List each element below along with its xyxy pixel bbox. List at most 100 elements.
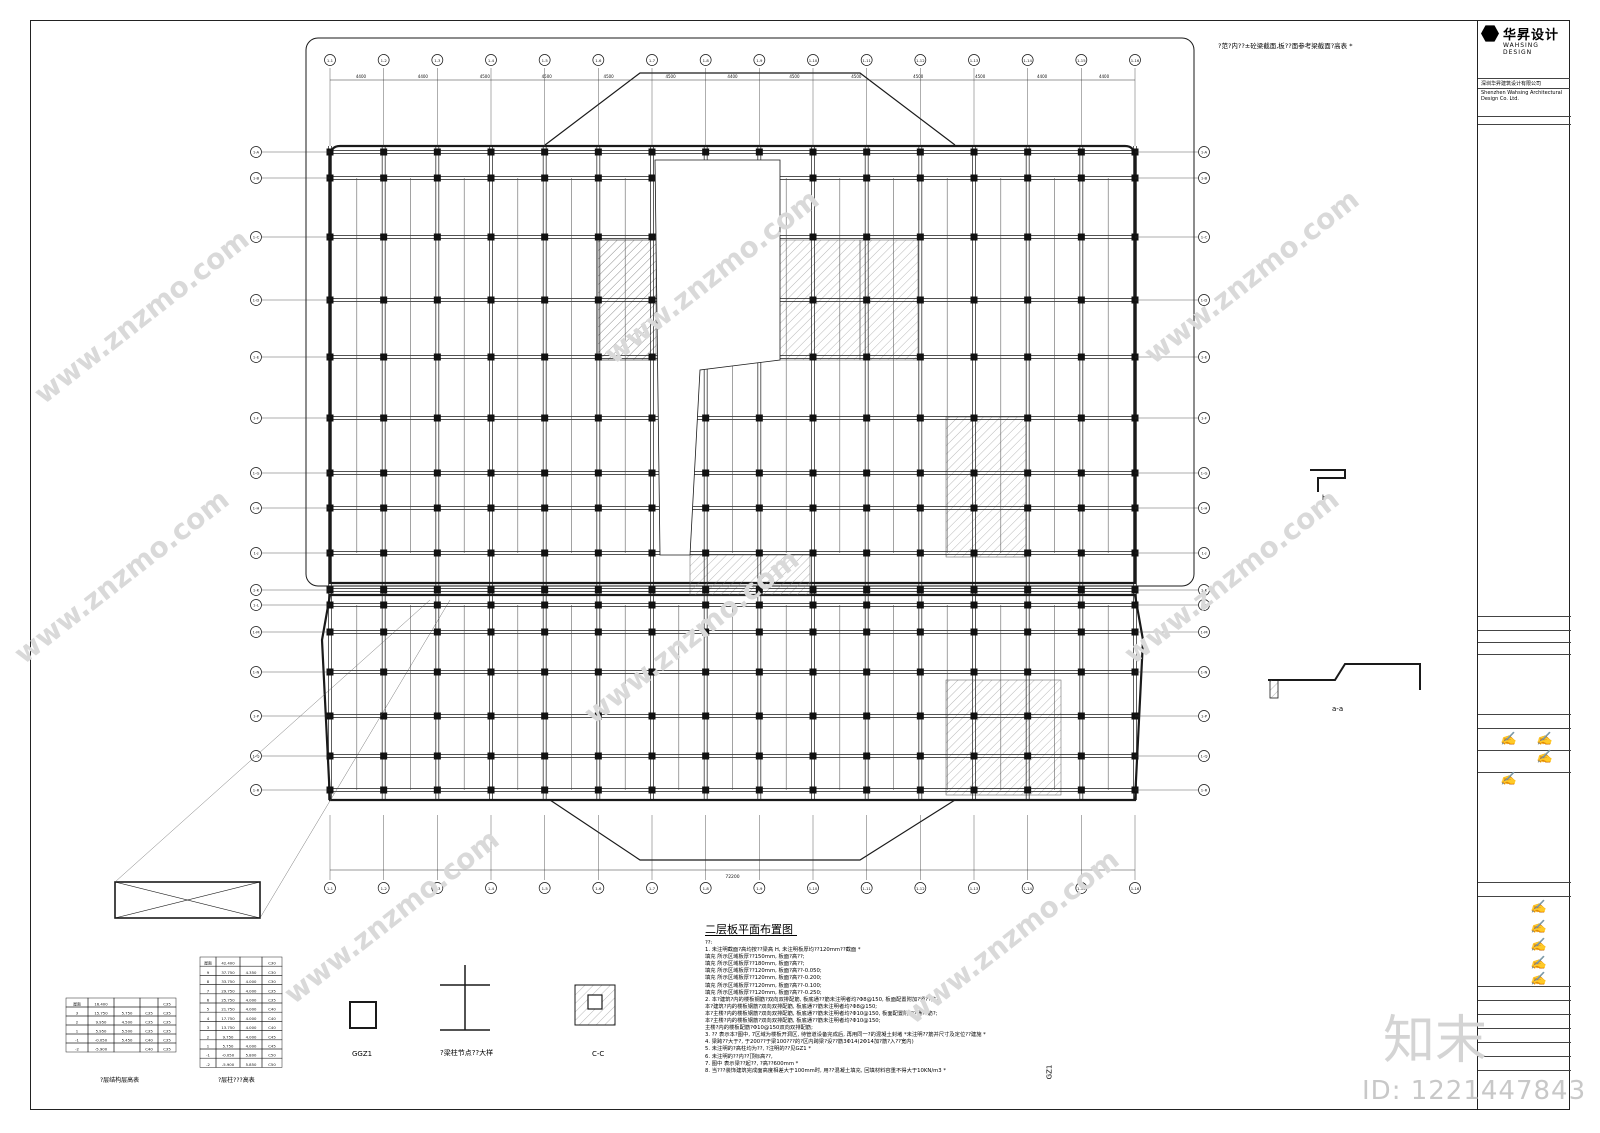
grid-label: 1-R <box>1201 788 1208 793</box>
title-block-row <box>1478 986 1571 1000</box>
column-table-value: C40 <box>268 1025 276 1030</box>
grid-bubble <box>753 54 766 66</box>
column <box>809 296 817 304</box>
column <box>755 504 763 512</box>
column <box>541 586 549 594</box>
note-item: 填充 所示区域板厚??120mm, 板面?高??-0.100; <box>705 982 822 989</box>
note-item: 8. 当???装饰建筑完成面高度相差大于100mm时, 用??混凝土填充, 回填… <box>705 1067 946 1074</box>
grid-bubble <box>1198 146 1210 158</box>
column <box>594 549 602 557</box>
title-block-row <box>1478 124 1571 132</box>
grid-label: 1-1 <box>327 886 334 891</box>
column-table-value: 8 <box>207 979 210 984</box>
column <box>487 712 495 720</box>
struct-table-value: C35 <box>163 1029 171 1034</box>
column <box>1077 786 1085 794</box>
column <box>594 504 602 512</box>
column <box>541 786 549 794</box>
shaft-outline <box>114 881 261 919</box>
grid-bubble <box>1021 54 1034 66</box>
title-block-row <box>1478 728 1571 750</box>
grid-label: 1-8 <box>703 58 710 63</box>
column <box>380 504 388 512</box>
column <box>970 414 978 422</box>
grid-label: 1-5 <box>542 58 549 63</box>
grid-label: 1-6 <box>595 58 602 63</box>
grid-bubble <box>250 172 262 184</box>
hatched-slab-zone <box>945 416 1027 558</box>
note-item: 7. 图中 表示梁??起??, ?高??600mm * <box>705 1060 799 1067</box>
column <box>809 752 817 760</box>
column-table-value: 13.750 <box>221 1025 235 1030</box>
column <box>380 549 388 557</box>
grid-bubble <box>807 882 819 894</box>
column <box>1077 148 1085 156</box>
grid-bubble <box>1129 882 1141 894</box>
column <box>916 233 924 241</box>
grid-bubble <box>968 54 980 66</box>
struct-table-value: 屋面 <box>73 1002 81 1007</box>
struct-table-value: C35 <box>163 1038 171 1043</box>
column <box>541 712 549 720</box>
column <box>433 549 441 557</box>
grid-bubble <box>250 502 262 514</box>
column <box>487 668 495 676</box>
column <box>433 414 441 422</box>
grid-label: 1-13 <box>970 886 979 891</box>
grid-bubble <box>324 54 336 66</box>
title-block-row <box>1478 616 1571 624</box>
grid-bubble <box>592 882 605 894</box>
column <box>594 712 602 720</box>
column-table-value: 21.750 <box>221 1007 235 1012</box>
column <box>702 148 710 156</box>
column <box>487 414 495 422</box>
grid-label: 1-15 <box>1077 58 1086 63</box>
note-item: 本?建筑?内的楼板钢筋?双向双排配筋, 板底通??筋未注明者均?Φ8@150; <box>705 1003 878 1010</box>
column <box>594 414 602 422</box>
signature: ✍ <box>1530 920 1547 935</box>
grid-bubble <box>1198 599 1210 611</box>
grid-bubble <box>250 710 262 722</box>
column <box>487 174 495 182</box>
struct-table-value: 3 <box>76 1011 79 1016</box>
struct-table-value: 2 <box>76 1020 79 1025</box>
column <box>916 586 924 594</box>
column <box>755 628 763 636</box>
column-table-value: 5.850 <box>246 1062 257 1067</box>
column <box>433 586 441 594</box>
column <box>702 752 710 760</box>
grid-label: 1-3 <box>434 58 441 63</box>
column-table-value: C35 <box>268 998 276 1003</box>
column <box>541 549 549 557</box>
column <box>433 148 441 156</box>
column <box>380 712 388 720</box>
title-block-row <box>1478 750 1571 772</box>
grid-label: 1-N <box>1201 670 1208 675</box>
grid-bubble <box>250 412 262 424</box>
note-item: 6. 未注明的??内??顶标高??, <box>705 1053 773 1060</box>
grid-label: 1-N <box>253 670 260 675</box>
struct-table-value: 1 <box>76 1029 79 1034</box>
signature: ✍ <box>1530 900 1547 915</box>
column <box>433 752 441 760</box>
column <box>970 628 978 636</box>
column-table-value: 7 <box>207 988 210 993</box>
column <box>916 296 924 304</box>
section-label-b: b-b <box>1322 494 1334 502</box>
dimension-text: 4400 <box>727 74 738 79</box>
column-label-ggz1: GGZ1 <box>352 1050 373 1058</box>
grid-label: 1-R <box>253 788 260 793</box>
column <box>433 353 441 361</box>
grid-bubble <box>250 146 262 158</box>
column <box>970 712 978 720</box>
column <box>863 174 871 182</box>
notes-header: ??: <box>705 940 713 946</box>
column <box>702 469 710 477</box>
column <box>380 414 388 422</box>
grid-bubble <box>753 882 766 894</box>
column <box>541 353 549 361</box>
struct-table-value: 4.500 <box>122 1020 133 1025</box>
column <box>1077 549 1085 557</box>
column <box>809 233 817 241</box>
struct-table-value: -5.900 <box>95 1047 108 1052</box>
